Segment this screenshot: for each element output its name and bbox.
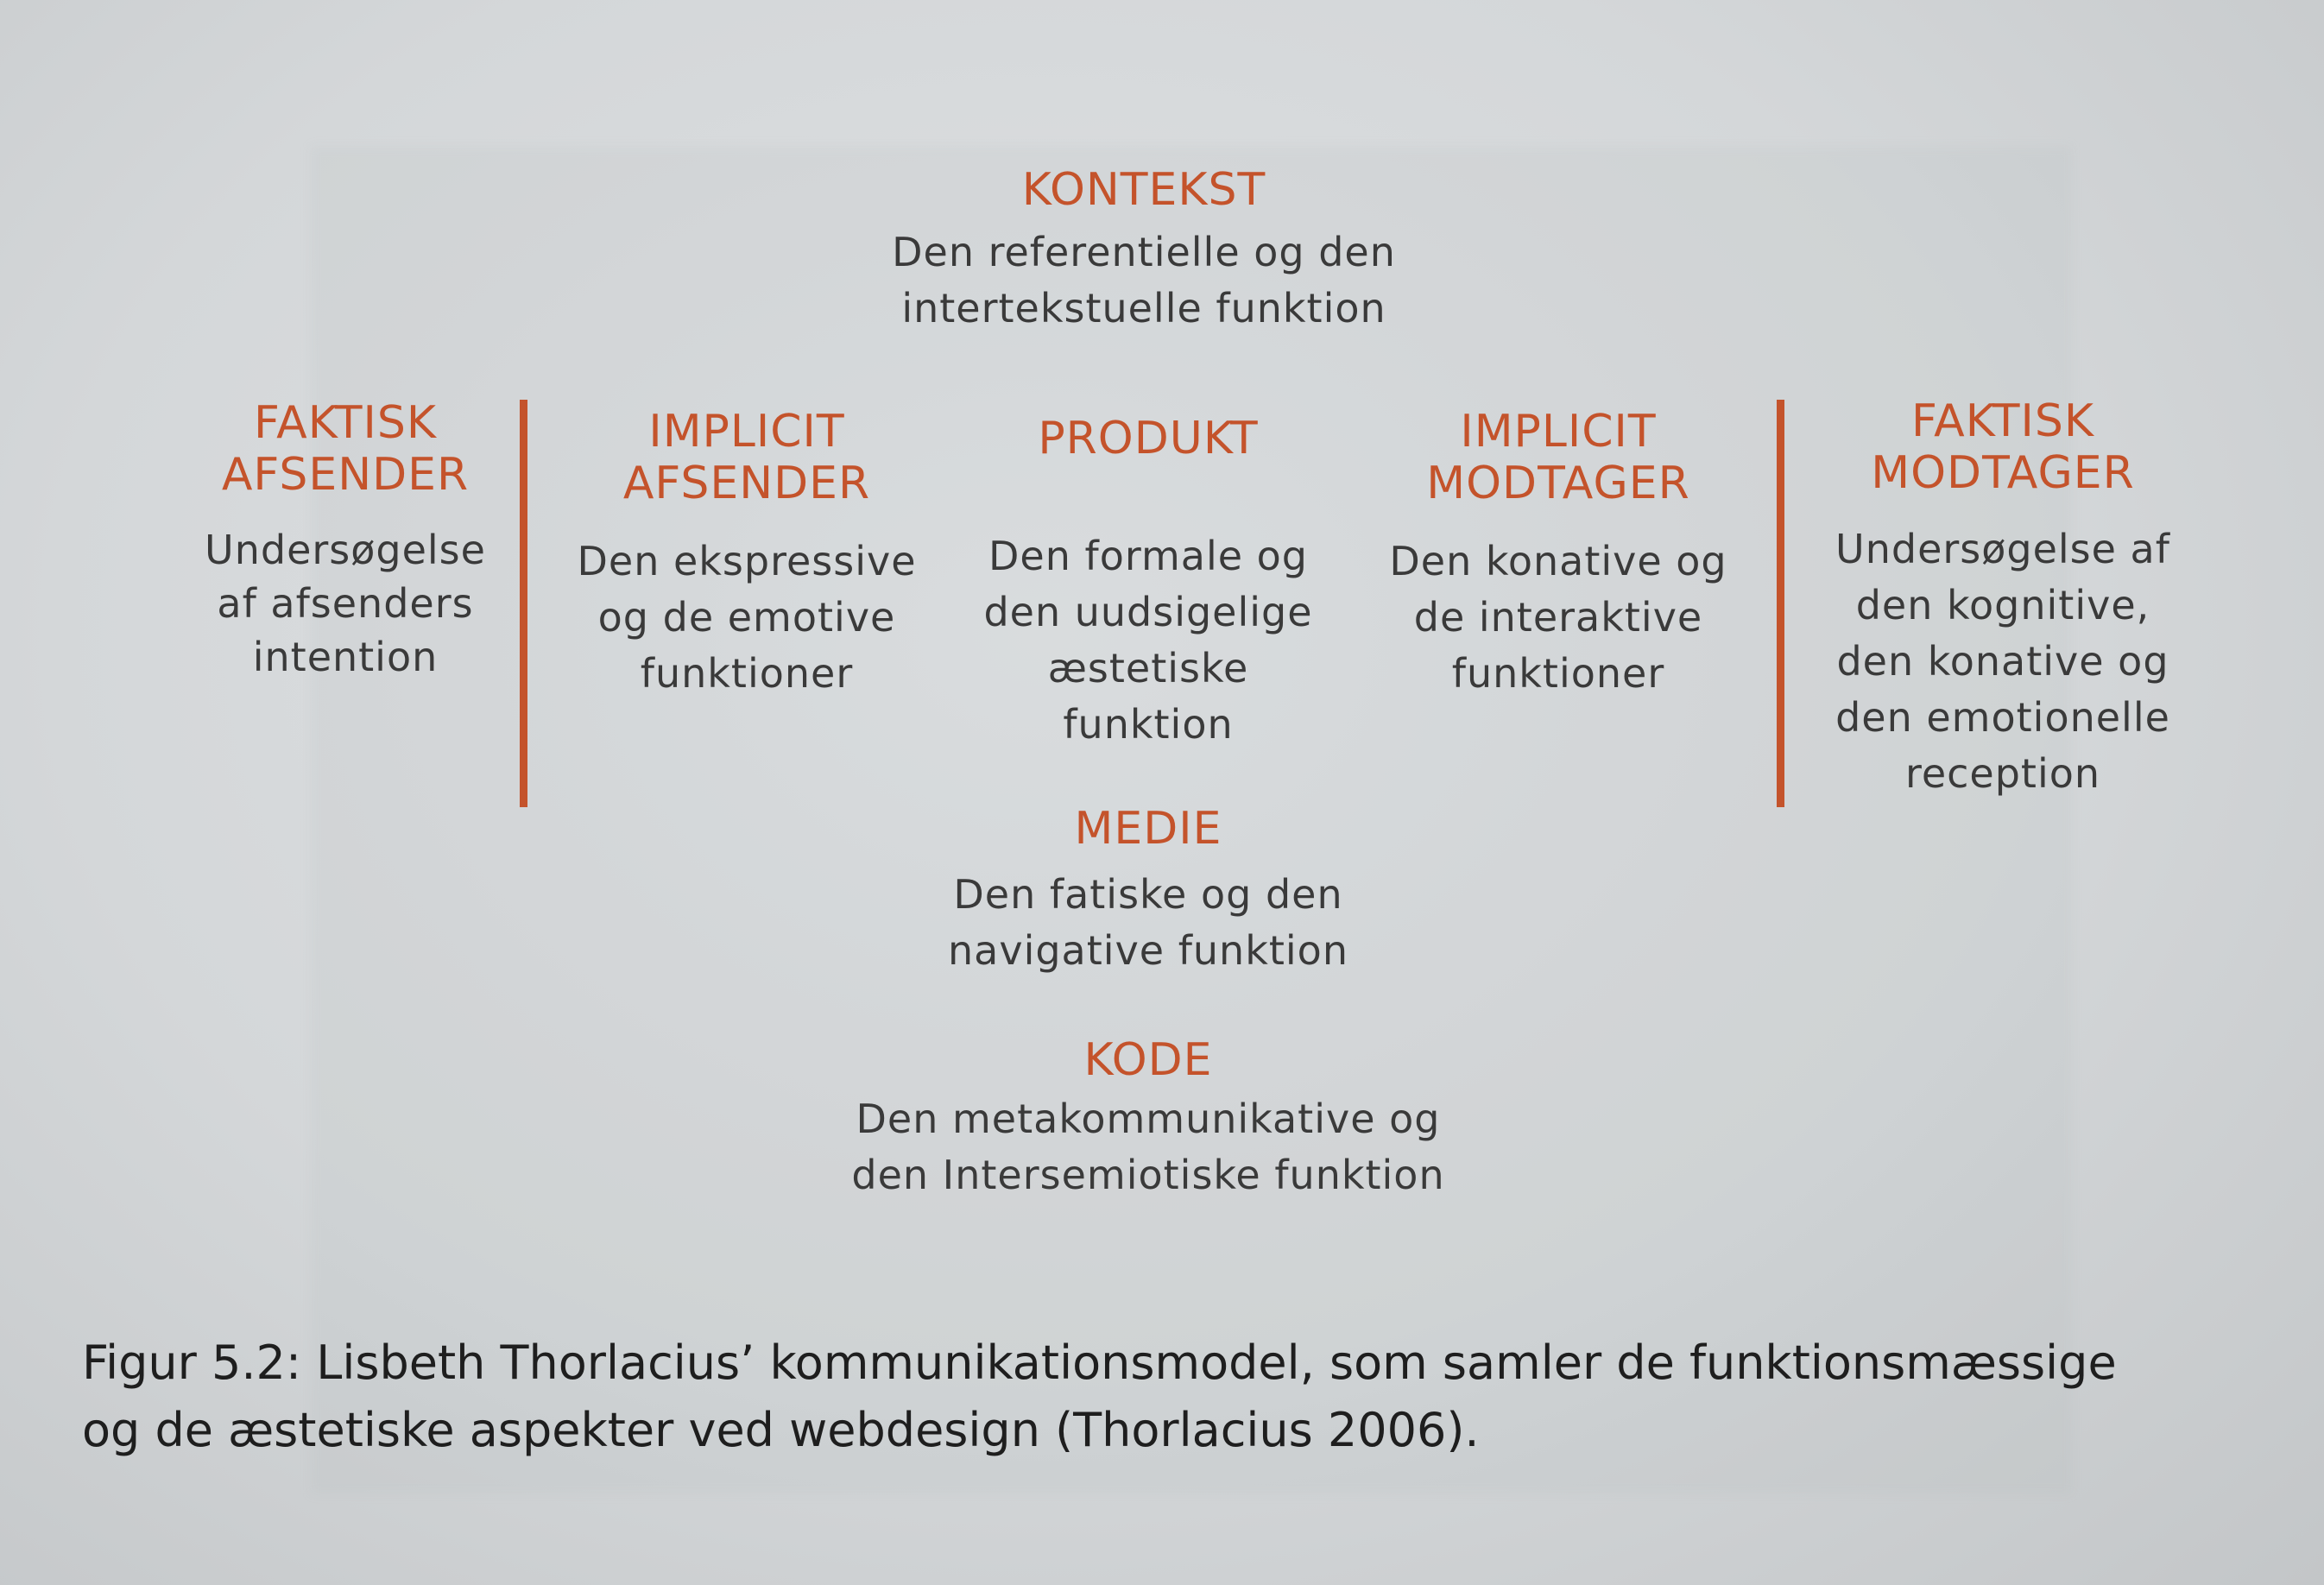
right-divider-line — [1777, 400, 1784, 807]
caption-line-2: og de æstetiske aspekter ved webdesign (… — [82, 1403, 1480, 1457]
caption-line-1: Figur 5.2: Lisbeth Thorlacius’ kommunika… — [82, 1336, 2117, 1390]
medie-description: Den fatiske og den navigative funktion — [948, 871, 1348, 974]
produkt-heading: PRODUKT — [1038, 413, 1259, 464]
kontekst-block: KONTEKST Den referentielle og den intert… — [812, 164, 1476, 337]
kode-description: Den metakommunikative og den Intersemiot… — [851, 1096, 1445, 1198]
produkt-description: Den formale og den uudsigelige æstetiske… — [983, 533, 1313, 748]
kode-block: KODE Den metakommunikative og den Inters… — [777, 1034, 1519, 1203]
implicit-modtager-heading: IMPLICIT MODTAGER — [1426, 406, 1690, 509]
faktisk-modtager-block: FAKTISK MODTAGER Undersøgelse af den kog… — [1804, 395, 2201, 802]
implicit-modtager-description: Den konative og de interaktive funktione… — [1389, 538, 1727, 697]
kontekst-heading: KONTEKST — [1021, 164, 1266, 216]
medie-heading: MEDIE — [1074, 803, 1222, 855]
kontekst-description: Den referentielle og den intertekstuelle… — [892, 229, 1396, 332]
faktisk-modtager-heading: FAKTISK MODTAGER — [1871, 395, 2135, 499]
implicit-afsender-heading: IMPLICIT AFSENDER — [622, 406, 871, 509]
implicit-afsender-description: Den ekspressive og de emotive funktioner — [577, 538, 917, 697]
produkt-block: PRODUKT Den formale og den uudsigelige æ… — [958, 413, 1338, 753]
implicit-modtager-block: IMPLICIT MODTAGER Den konative og de int… — [1364, 406, 1752, 702]
faktisk-afsender-block: FAKTISK AFSENDER Undersøgelse af afsende… — [164, 397, 527, 684]
faktisk-afsender-heading: FAKTISK AFSENDER — [221, 397, 470, 501]
figure-caption: Figur 5.2: Lisbeth Thorlacius’ kommunika… — [82, 1329, 2292, 1464]
page-show-through — [311, 147, 2072, 1493]
faktisk-modtager-description: Undersøgelse af den kognitive, den konat… — [1835, 526, 2170, 797]
kode-heading: KODE — [1083, 1034, 1213, 1086]
implicit-afsender-block: IMPLICIT AFSENDER Den ekspressive og de … — [561, 406, 932, 702]
medie-block: MEDIE Den fatiske og den navigative funk… — [872, 803, 1424, 979]
faktisk-afsender-description: Undersøgelse af afsenders intention — [205, 527, 486, 680]
left-divider-line — [520, 400, 527, 807]
